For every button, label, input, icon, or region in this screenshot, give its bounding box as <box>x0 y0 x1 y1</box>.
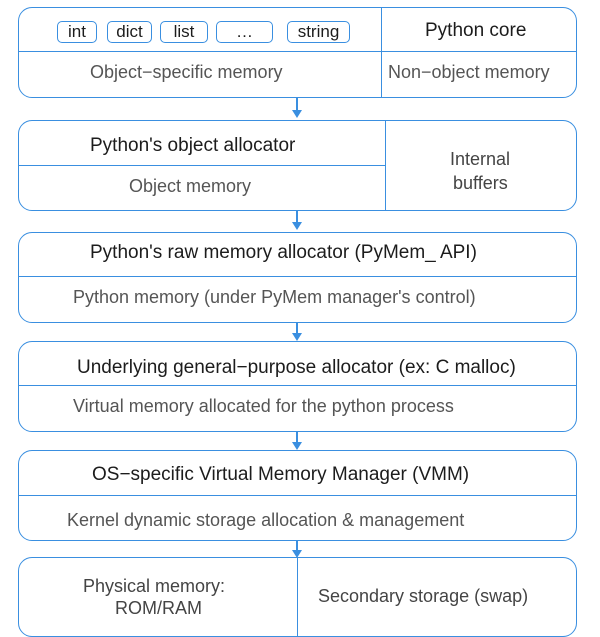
layer2-column-divider <box>385 121 386 210</box>
raw-allocator-title: Python's raw memory allocator (PyMem_ AP… <box>90 242 477 263</box>
layer-hardware: Physical memory: ROM/RAM Secondary stora… <box>18 557 577 637</box>
virtual-memory-label: Virtual memory allocated for the python … <box>73 396 454 416</box>
layer-vmm: OS−specific Virtual Memory Manager (VMM)… <box>18 450 577 541</box>
type-int-box: int <box>57 21 97 43</box>
type-string-box: string <box>287 21 350 43</box>
internal-buffers-line1: Internal <box>450 149 511 169</box>
vmm-title: OS−specific Virtual Memory Manager (VMM) <box>92 464 470 485</box>
layer2-divider <box>19 165 385 166</box>
non-object-memory-label: Non−object memory <box>388 62 550 82</box>
layer6-column-divider <box>297 558 298 636</box>
type-dict-box: dict <box>107 21 152 43</box>
layer3-divider <box>19 276 576 277</box>
internal-buffers-line2: buffers <box>453 173 508 193</box>
general-allocator-title: Underlying general−purpose allocator (ex… <box>77 357 516 378</box>
type-list-box: list <box>160 21 208 43</box>
layer1-divider <box>19 51 576 52</box>
kernel-storage-label: Kernel dynamic storage allocation & mana… <box>67 510 465 530</box>
layer5-divider <box>19 495 576 496</box>
object-allocator-title: Python's object allocator <box>90 135 296 156</box>
physical-memory-line1: Physical memory: <box>83 576 226 596</box>
layer-general-allocator: Underlying general−purpose allocator (ex… <box>18 341 577 432</box>
layer1-column-divider <box>381 8 382 97</box>
layer-raw-allocator: Python's raw memory allocator (PyMem_ AP… <box>18 232 577 323</box>
layer-python-types: int dict list … string Python core Objec… <box>18 7 577 98</box>
physical-memory-line2: ROM/RAM <box>115 598 202 618</box>
layer-object-allocator: Python's object allocator Object memory … <box>18 120 577 211</box>
python-core-label: Python core <box>425 20 527 41</box>
object-memory-label: Object memory <box>129 176 252 196</box>
python-memory-label: Python memory (under PyMem manager's con… <box>73 287 476 307</box>
layer4-divider <box>19 385 576 386</box>
secondary-storage-label: Secondary storage (swap) <box>318 586 529 606</box>
type-ellipsis-box: … <box>216 21 273 43</box>
object-specific-memory-label: Object−specific memory <box>90 62 283 82</box>
